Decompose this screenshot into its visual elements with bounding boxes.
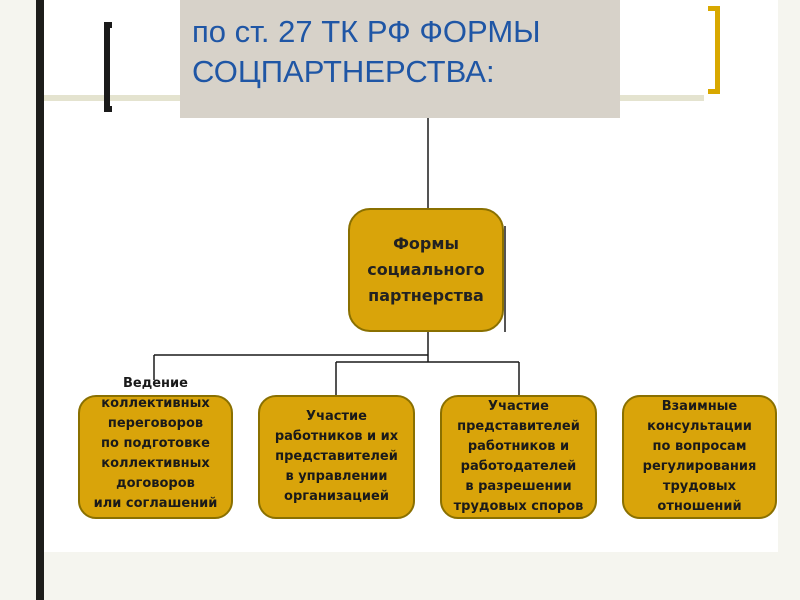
left-margin (0, 0, 36, 600)
child-node-3: Участие представителей работников и рабо… (440, 395, 597, 519)
left-rule (36, 0, 44, 600)
child-node-2-label: Участие работников и их представителей в… (274, 409, 399, 504)
root-node-label: Формы социального партнерства (367, 234, 485, 305)
title-line-1: по ст. 27 ТК РФ ФОРМЫ (192, 14, 541, 49)
slide-title: по ст. 27 ТК РФ ФОРМЫ СОЦПАРТНЕРСТВА: (180, 0, 620, 118)
child-node-4: Взаимные консультации по вопросам регули… (622, 395, 777, 519)
right-bracket-decoration (708, 6, 720, 94)
child-node-4-label: Взаимные консультации по вопросам регули… (642, 399, 757, 514)
child-node-1-label: Ведение коллективных переговоров по подг… (93, 376, 218, 511)
child-node-2: Участие работников и их представителей в… (258, 395, 415, 519)
child-node-3-label: Участие представителей работников и рабо… (453, 399, 584, 514)
child-node-1 (78, 395, 233, 519)
title-line-2: СОЦПАРТНЕРСТВА: (192, 54, 495, 89)
left-bracket-decoration (104, 22, 112, 112)
root-node: Формы социального партнерства (348, 208, 504, 332)
